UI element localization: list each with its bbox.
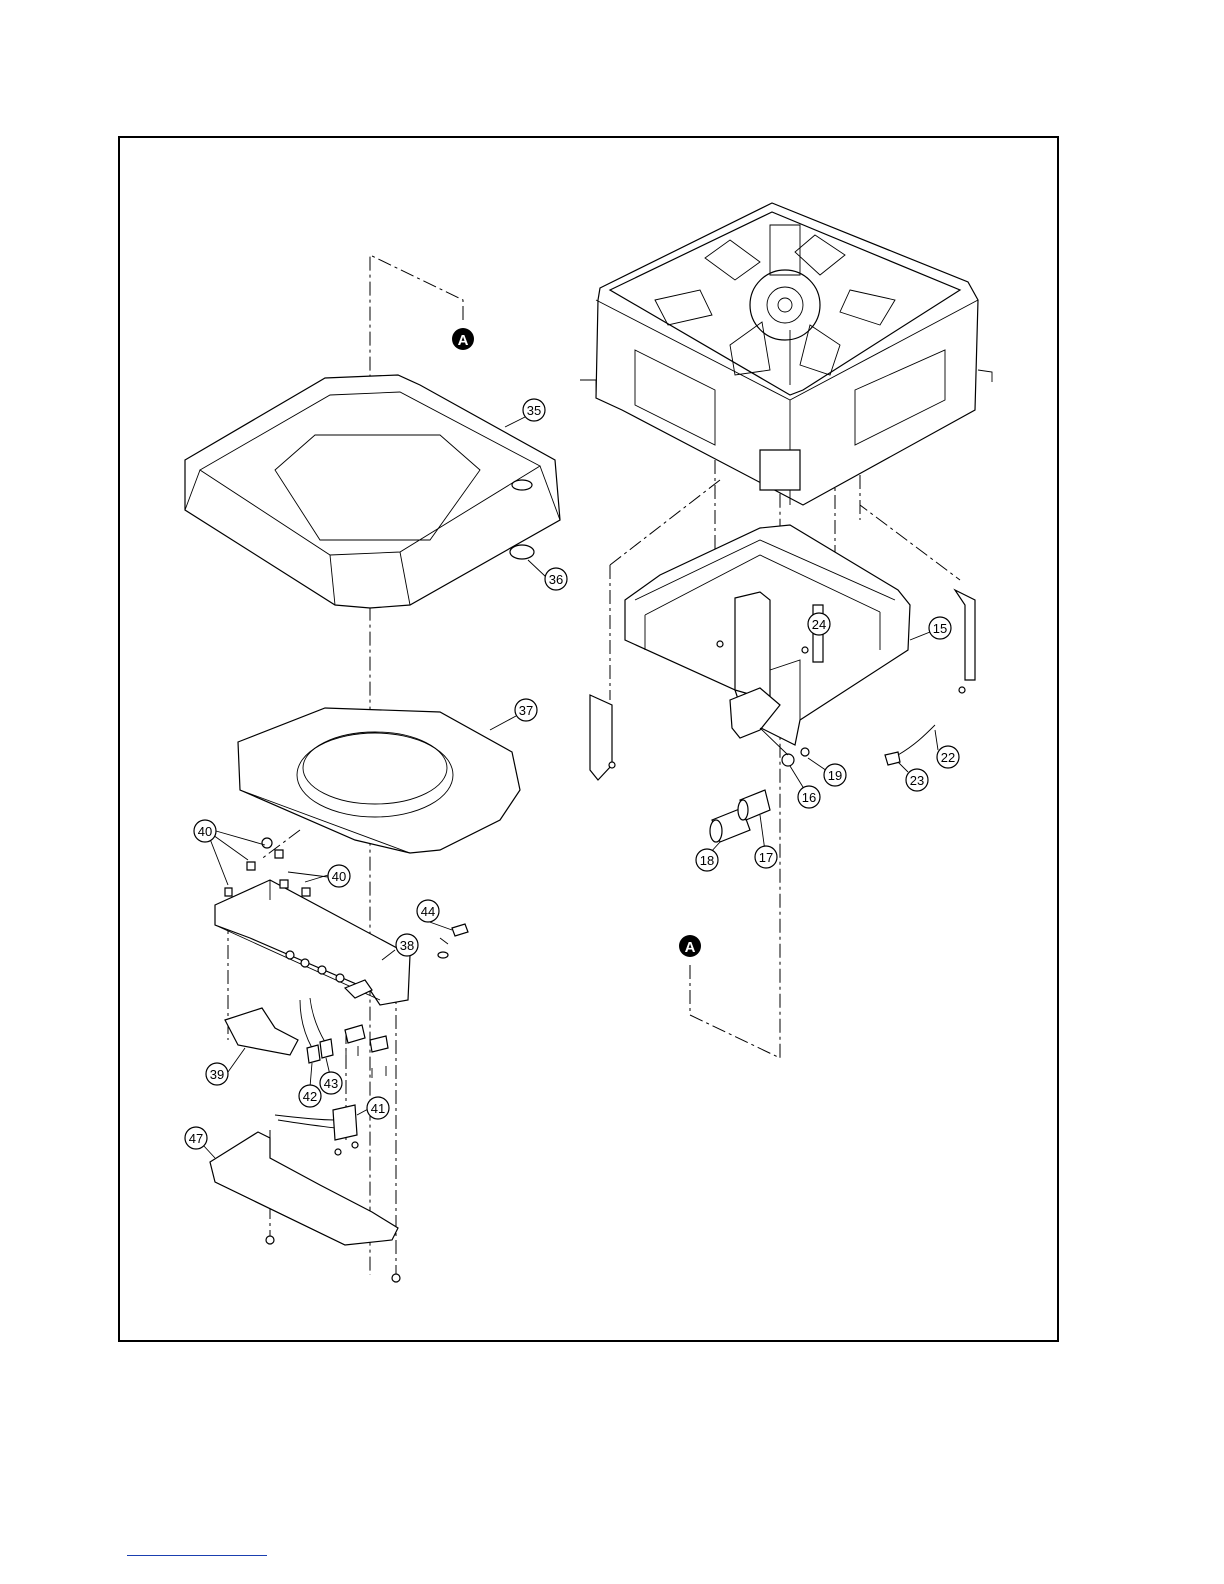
callout-number: 16 (802, 790, 816, 805)
heat-exchanger-coil (590, 525, 975, 780)
reference-mark-bottom: A (679, 935, 701, 957)
callout-part-47: 47 (185, 1127, 207, 1149)
callout-part-37: 37 (515, 699, 537, 721)
callout-part-35: 35 (523, 399, 545, 421)
reference-mark-top: A (452, 328, 474, 350)
callout-part-40-a: 40 (194, 820, 216, 842)
reference-mark-text: A (458, 332, 469, 349)
drain-tubes (710, 790, 770, 842)
callout-number: 40 (332, 869, 346, 884)
callout-number: 37 (519, 703, 533, 718)
callout-part-19: 19 (824, 764, 846, 786)
callout-number: 38 (400, 938, 414, 953)
callout-number: 40 (198, 824, 212, 839)
callout-number: 18 (700, 853, 714, 868)
callout-part-18: 18 (696, 849, 718, 871)
clip-part (438, 924, 468, 958)
cabinet-housing (580, 203, 992, 505)
connectors-and-wiring (300, 998, 388, 1078)
callout-part-22: 22 (937, 746, 959, 768)
callout-number: 43 (324, 1076, 338, 1091)
callout-part-40-b: 40 (328, 865, 350, 887)
bottom-cover (210, 1132, 400, 1282)
callout-number: 22 (941, 750, 955, 765)
callout-number: 17 (759, 850, 773, 865)
callout-part-36: 36 (545, 568, 567, 590)
terminal-block (275, 1105, 358, 1155)
callout-number: 36 (549, 572, 563, 587)
callout-number: 39 (210, 1067, 224, 1082)
callout-part-42: 42 (299, 1085, 321, 1107)
terminal-cover (225, 1008, 298, 1055)
callout-part-41: 41 (367, 1097, 389, 1119)
callout-number: 42 (303, 1089, 317, 1104)
callout-number: 44 (421, 904, 435, 919)
callout-number: 19 (828, 768, 842, 783)
callout-number: 41 (371, 1101, 385, 1116)
fan-orifice-plate (238, 708, 520, 853)
callout-part-24: 24 (808, 613, 830, 635)
callout-number: 15 (933, 621, 947, 636)
callout-number: 47 (189, 1131, 203, 1146)
callout-part-15: 15 (929, 617, 951, 639)
drain-pan-frame (185, 375, 560, 608)
footer-link-underline[interactable] (127, 1555, 267, 1556)
callout-part-17: 17 (755, 846, 777, 868)
callout-part-44: 44 (417, 900, 439, 922)
callout-part-38: 38 (396, 934, 418, 956)
callout-number: 23 (910, 773, 924, 788)
callout-part-16: 16 (798, 786, 820, 808)
callout-part-39: 39 (206, 1063, 228, 1085)
control-box (215, 838, 410, 1005)
callout-number: 24 (812, 617, 826, 632)
callout-part-23: 23 (906, 769, 928, 791)
reference-mark-text: A (685, 939, 696, 956)
callout-part-43: 43 (320, 1072, 342, 1094)
callout-number: 35 (527, 403, 541, 418)
